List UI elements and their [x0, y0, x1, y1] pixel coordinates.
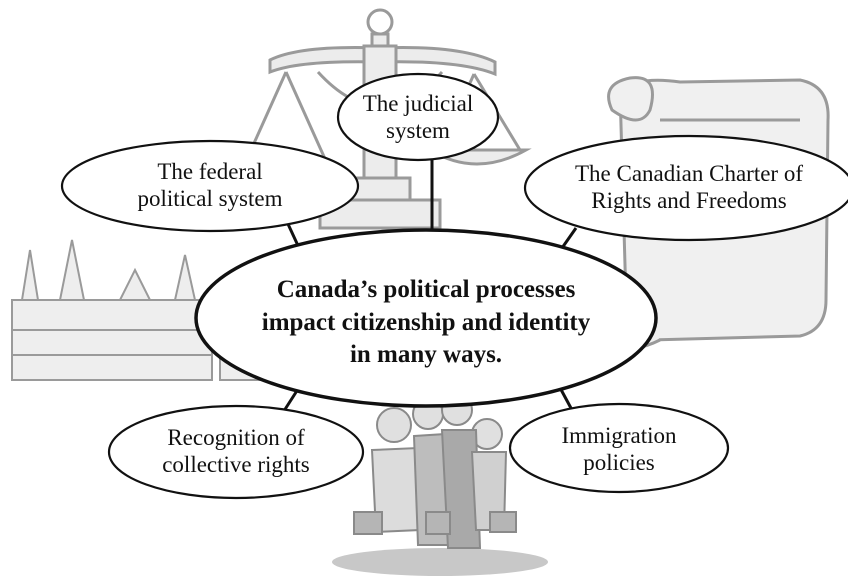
charter-line-2: Rights and Freedoms	[591, 188, 787, 214]
judicial-line-2: system	[386, 118, 450, 144]
federal-node-ellipse	[60, 139, 360, 233]
immigration-node-label: Immigration policies	[519, 422, 719, 476]
judicial-node-label: The judicial system	[338, 90, 498, 144]
central-idea-ellipse	[194, 228, 658, 408]
central-idea-line-3: in many ways.	[349, 341, 503, 368]
charter-line-1: The Canadian Charter of	[575, 161, 803, 186]
central-idea-label: Canada’s political processes impact citi…	[216, 274, 636, 372]
collective-node-label: Recognition of collective rights	[120, 424, 352, 478]
people-group-icon	[332, 394, 548, 576]
charter-node-ellipse	[523, 134, 848, 242]
federal-line-2: political system	[137, 186, 283, 212]
judicial-node-ellipse	[336, 72, 500, 162]
charter-node-label: The Canadian Charter of Rights and Freed…	[538, 160, 840, 214]
judicial-line-1: The judicial	[362, 91, 474, 116]
collective-node-ellipse	[107, 404, 365, 500]
central-idea-line-1: Canada’s political processes	[276, 276, 576, 303]
central-idea-line-2: impact citizenship and identity	[261, 308, 591, 336]
parliament-building-icon	[11, 239, 261, 381]
immigration-line-2: policies	[583, 450, 655, 476]
immigration-node-ellipse	[508, 402, 730, 494]
federal-node-label: The federal political system	[82, 158, 338, 212]
connector-charter	[560, 227, 578, 249]
collective-line-1: Recognition of	[167, 425, 305, 450]
immigration-line-1: Immigration	[561, 423, 677, 448]
federal-line-1: The federal	[157, 159, 263, 184]
collective-line-2: collective rights	[162, 452, 310, 478]
